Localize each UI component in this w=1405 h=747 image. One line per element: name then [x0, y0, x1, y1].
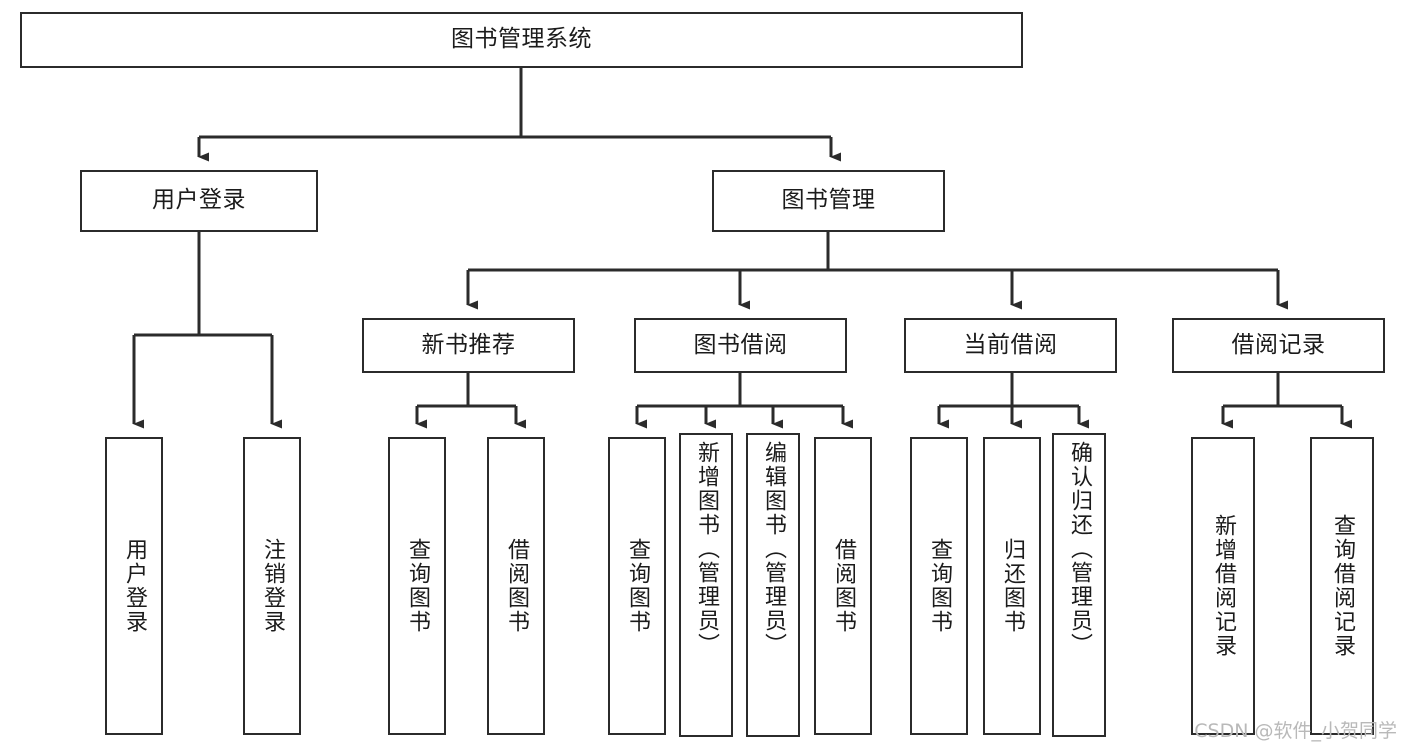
node-label: 新增图书（管理员）: [694, 441, 719, 657]
node-leaf-leaf-rec-borrow-book[interactable]: 借阅图书: [487, 437, 545, 735]
node-level2-book-manage[interactable]: 图书管理: [712, 170, 945, 232]
node-label: 查询图书: [927, 538, 952, 634]
node-label: 图书借阅: [693, 331, 788, 358]
node-leaf-leaf-bb-borrow-book[interactable]: 借阅图书: [814, 437, 872, 735]
node-level2-user-login[interactable]: 用户登录: [80, 170, 318, 232]
node-level3-book-borrow[interactable]: 图书借阅: [634, 318, 847, 373]
node-label: 当前借阅: [963, 331, 1058, 358]
node-leaf-leaf-cb-query-book[interactable]: 查询图书: [910, 437, 968, 735]
node-label: 借阅图书: [504, 538, 529, 634]
node-level3-current-borrow[interactable]: 当前借阅: [904, 318, 1117, 373]
node-level3-borrow-record[interactable]: 借阅记录: [1172, 318, 1385, 373]
node-leaf-leaf-br-add-record[interactable]: 新增借阅记录: [1191, 437, 1255, 735]
node-label: 用户登录: [122, 538, 147, 634]
node-label: 确认归还（管理员）: [1067, 441, 1092, 657]
node-label: 用户登录: [152, 187, 246, 214]
node-label: 归还图书: [1000, 538, 1025, 634]
node-leaf-leaf-bb-add-book[interactable]: 新增图书（管理员）: [679, 433, 733, 737]
node-label: 查询图书: [625, 538, 650, 634]
node-label: 图书管理系统: [451, 26, 592, 53]
node-label: 借阅图书: [831, 538, 856, 634]
node-leaf-leaf-cb-return-book[interactable]: 归还图书: [983, 437, 1041, 735]
node-label: 新增借阅记录: [1211, 514, 1236, 658]
node-leaf-leaf-user-login[interactable]: 用户登录: [105, 437, 163, 735]
node-label: 图书管理: [781, 187, 876, 214]
node-leaf-leaf-cb-confirm-return[interactable]: 确认归还（管理员）: [1052, 433, 1106, 737]
node-label: 新书推荐: [421, 331, 516, 358]
node-leaf-leaf-bb-query-book[interactable]: 查询图书: [608, 437, 666, 735]
node-leaf-leaf-br-query-record[interactable]: 查询借阅记录: [1310, 437, 1374, 735]
node-level3-new-book-rec[interactable]: 新书推荐: [362, 318, 575, 373]
node-root-root[interactable]: 图书管理系统: [20, 12, 1023, 68]
node-label: 编辑图书（管理员）: [761, 441, 786, 657]
node-leaf-leaf-bb-edit-book[interactable]: 编辑图书（管理员）: [746, 433, 800, 737]
node-leaf-leaf-rec-query-book[interactable]: 查询图书: [388, 437, 446, 735]
node-label: 查询借阅记录: [1330, 514, 1355, 658]
node-label: 注销登录: [260, 538, 285, 634]
node-leaf-leaf-user-logout[interactable]: 注销登录: [243, 437, 301, 735]
node-label: 查询图书: [405, 538, 430, 634]
node-label: 借阅记录: [1231, 331, 1326, 358]
